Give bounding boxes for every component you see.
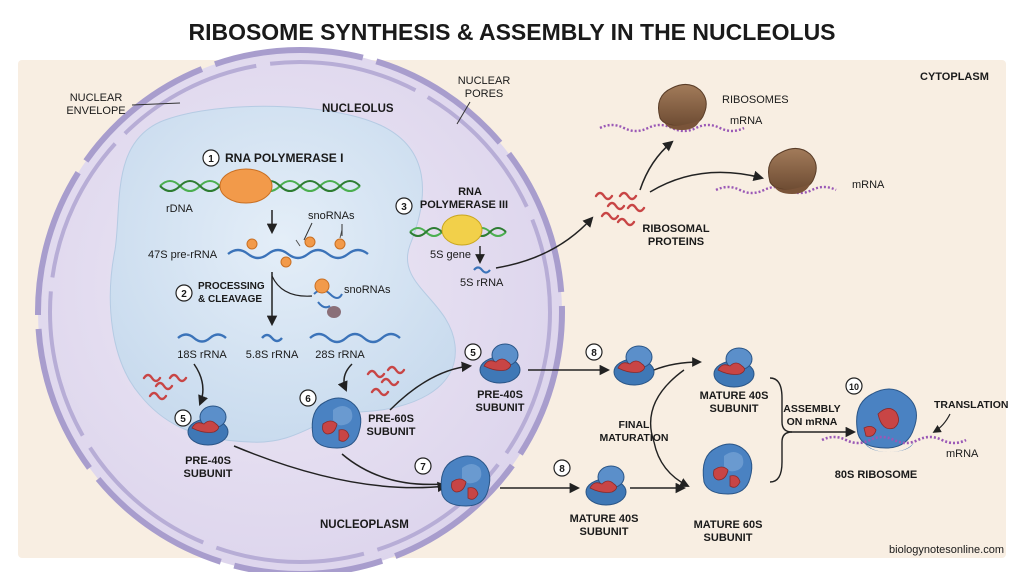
mature-60s-icon: [702, 443, 753, 495]
step-2-label-1: PROCESSING: [198, 281, 265, 292]
mature-40s-bottom-label-2: SUBUNIT: [580, 526, 629, 538]
18s-rrna-strand: [177, 333, 227, 343]
step-5a-number: 5: [180, 414, 186, 425]
snornas-complex: [313, 278, 343, 318]
pre-60s-subunit-icon: [311, 397, 362, 449]
step-2: 2 PROCESSING & CLEAVAGE: [175, 281, 265, 305]
ribosome-80s-label: 80S RIBOSOME: [835, 469, 918, 481]
rdna-helix: [159, 168, 361, 204]
5s-gene-label: 5S gene: [430, 249, 471, 261]
pre-40s-b-label-1: PRE-40S: [477, 389, 523, 401]
arrow-proteins-to-ribosome2: [649, 170, 765, 193]
arrow-proteins-to-ribosome1: [639, 140, 674, 191]
nuclear-pores-leader: [456, 101, 471, 125]
step-8a-number: 8: [591, 348, 597, 359]
mature-40s-top-label-1: MATURE 40S: [700, 390, 769, 402]
step-3-label-1: RNA: [458, 186, 482, 198]
pre-60s-label-1: PRE-60S: [368, 413, 414, 425]
5-8s-rrna-label: 5.8S rRNA: [246, 349, 299, 361]
pre-60s-label-2: SUBUNIT: [367, 426, 416, 438]
mature-60s-label-2: SUBUNIT: [704, 532, 753, 544]
nucleoplasm-label: NUCLEOPLASM: [320, 519, 409, 531]
step-3: 3 RNA POLYMERASE III: [395, 186, 508, 215]
rna-polymerase-i: [219, 168, 273, 204]
nuclear-pores-label-1: NUCLEAR: [458, 75, 511, 87]
ribosomal-proteins-label-2: PROTEINS: [648, 236, 704, 248]
mature-40s-bottom-label-1: MATURE 40S: [570, 513, 639, 525]
nuclear-envelope-leader: [131, 102, 181, 106]
cytoplasm-ribosome-1: [599, 83, 745, 133]
pre-rrna-strand: [227, 229, 369, 268]
28s-rrna-strand: [309, 332, 401, 344]
5s-rrna-strand: [473, 266, 491, 274]
ribosomal-proteins-label-1: RIBOSOMAL: [642, 223, 710, 235]
diagram-title: RIBOSOME SYNTHESIS & ASSEMBLY IN THE NUC…: [188, 19, 835, 45]
ribosome-80s: 10: [821, 377, 967, 453]
step-3-number: 3: [401, 202, 407, 213]
assembly-label-1: ASSEMBLY: [783, 403, 840, 415]
step-7: 7: [414, 455, 491, 507]
snornas-mid-label: snoRNAs: [344, 284, 391, 296]
step-7-subunit-icon: [440, 455, 491, 507]
step-7-number: 7: [420, 462, 426, 473]
mature-60s-label-1: MATURE 60S: [694, 519, 763, 531]
pre-40s-a-label-1: PRE-40S: [185, 455, 231, 467]
nuclear-envelope-label-2: ENVELOPE: [66, 105, 125, 117]
step-2-number: 2: [181, 289, 187, 300]
5s-rrna-label: 5S rRNA: [460, 277, 504, 289]
5s-gene-helix: [409, 214, 507, 246]
18s-rrna-label: 18S rRNA: [177, 349, 227, 361]
mature-40s-top-label-2: SUBUNIT: [710, 403, 759, 415]
nucleolus-label: NUCLEOLUS: [322, 103, 394, 115]
mrna-2-label: mRNA: [852, 179, 885, 191]
step-1: 1 RNA POLYMERASE I: [202, 149, 343, 167]
rna-polymerase-iii: [441, 214, 483, 246]
5-8s-rrna-strand: [261, 333, 283, 343]
step-8b-number: 8: [559, 464, 565, 475]
mature-60s: MATURE 60S SUBUNIT: [694, 443, 763, 544]
step-8-top: 8: [585, 343, 655, 386]
nucleolus: [109, 105, 456, 443]
rdna-label: rDNA: [166, 203, 194, 215]
pre-40s-a-label-2: SUBUNIT: [184, 468, 233, 480]
arrow-5s-to-proteins: [495, 216, 594, 269]
pre-40s-b-label-2: SUBUNIT: [476, 402, 525, 414]
ribosomes-label: RIBOSOMES: [722, 94, 789, 106]
28s-rrna-label: 28S rRNA: [315, 349, 365, 361]
pre-40s-export: 5 PRE-40S SUBUNIT: [464, 343, 525, 414]
step-8-bottom: 8 MATURE 40S SUBUNIT: [553, 459, 639, 538]
nuclear-pores-label-2: PORES: [465, 88, 504, 100]
nuclear-envelope-label-1: NUCLEAR: [70, 92, 123, 104]
final-maturation-label-2: MATURATION: [599, 432, 668, 444]
step-6-number: 6: [305, 394, 311, 405]
mrna-3-label: mRNA: [946, 448, 979, 460]
pre-40s-nucleolus: 5 PRE-40S SUBUNIT: [174, 405, 233, 480]
assembly-label-2: ON mRNA: [787, 416, 838, 428]
pre-rrna-label: 47S pre-rRNA: [148, 249, 218, 261]
cytoplasm-ribosome-2: [715, 147, 837, 195]
arrow-pre40s-export: [389, 361, 473, 411]
cytoplasm-label: CYTOPLASM: [920, 71, 989, 83]
step-10-number: 10: [849, 382, 859, 392]
mature-40s-top: MATURE 40S SUBUNIT: [700, 347, 769, 415]
mrna-1-label: mRNA: [730, 115, 763, 127]
snornas-top-leader: [303, 222, 313, 241]
arrow-pre40s-to-step7: [233, 445, 449, 493]
arrow-to-pre60s: [337, 363, 353, 392]
snornas-top-label: snoRNAs: [308, 210, 355, 222]
step-3-label-2: POLYMERASE III: [420, 199, 508, 211]
step-2-label-2: & CLEAVAGE: [198, 294, 262, 305]
pre-60s-nucleolus: 6 PRE-60S SUBUNIT: [299, 389, 416, 449]
translation-label: TRANSLATION: [934, 399, 1008, 411]
step-1-label: RNA POLYMERASE I: [225, 151, 343, 165]
arrow-to-pre40s: [193, 363, 208, 406]
step-5b-number: 5: [470, 348, 476, 359]
step-1-number: 1: [208, 154, 214, 165]
arrow-pre60s-to-step7: [341, 453, 443, 486]
footer-credit: biologynotesonline.com: [889, 544, 1004, 556]
final-maturation-label-1: FINAL: [619, 419, 650, 431]
